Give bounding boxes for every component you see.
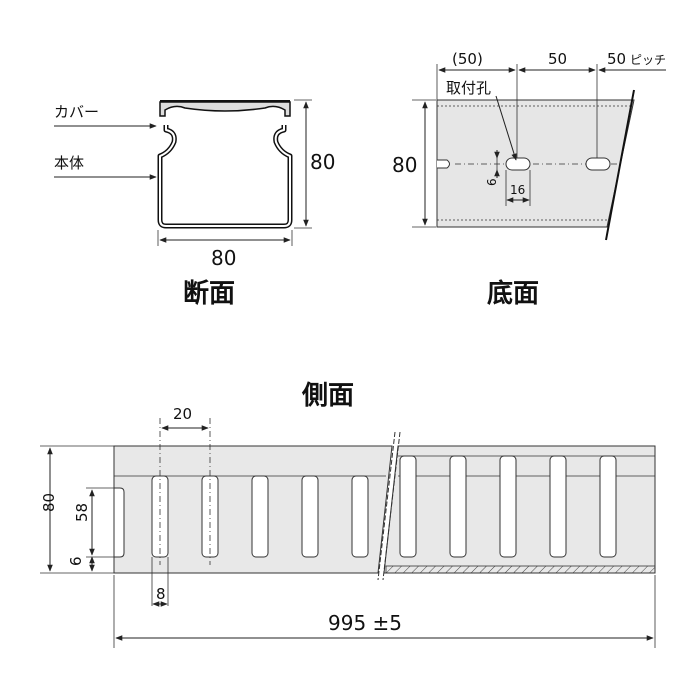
side-slot	[113, 487, 125, 558]
cover-label: カバー	[54, 103, 99, 121]
side-slot	[399, 455, 417, 558]
bottom-view: (50) 50 50 ピッチ 取付孔 6 16 80 底面	[392, 50, 666, 309]
pitch-second: 50	[548, 50, 567, 68]
pitch-first: (50)	[452, 50, 483, 68]
bottom-height: 80	[392, 153, 417, 177]
side-total-length: 995 ±5	[328, 611, 402, 635]
mounting-hole	[585, 157, 611, 171]
duct-cover-profile	[159, 101, 291, 117]
cross-section-height: 80	[310, 150, 335, 174]
side-base-height: 6	[67, 556, 85, 566]
duct-body-profile	[157, 125, 293, 229]
side-slots-right	[399, 455, 617, 558]
side-total-height: 80	[40, 493, 58, 512]
hole-length: 16	[510, 183, 525, 197]
side-slot	[549, 455, 567, 558]
side-slot	[499, 455, 517, 558]
side-slot	[599, 455, 617, 558]
side-slot-height: 58	[73, 503, 91, 522]
mounting-hole	[505, 157, 531, 171]
body-label: 本体	[54, 154, 84, 172]
bottom-view-title: 底面	[487, 278, 539, 309]
side-view-title: 側面	[301, 381, 354, 411]
hole-height: 6	[485, 178, 499, 186]
slot-pitch: 20	[173, 405, 192, 423]
pitch-unit: ピッチ	[630, 53, 666, 67]
cross-section-view: カバー 本体 80 80 断面	[54, 99, 335, 309]
side-slot-width: 8	[156, 585, 166, 603]
pitch-third: 50	[607, 50, 626, 68]
side-view: 側面	[40, 381, 656, 648]
cross-section-width: 80	[211, 246, 236, 270]
side-slot	[449, 455, 467, 558]
side-slot	[301, 475, 319, 558]
side-slot	[251, 475, 269, 558]
bottom-plate	[436, 99, 635, 228]
side-slot	[351, 475, 369, 558]
mounting-hole-label: 取付孔	[446, 79, 491, 97]
cross-section-title: 断面	[183, 278, 235, 309]
